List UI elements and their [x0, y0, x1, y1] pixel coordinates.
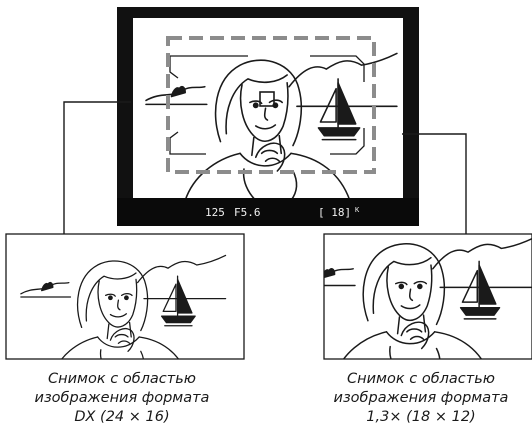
caption-dx: Снимок с областью изображения формата DX… — [0, 370, 244, 427]
readout-shutter: 125 — [205, 206, 225, 219]
caption-13x-line3: 1,3× (18 × 12) — [310, 408, 532, 427]
readout-bar — [117, 198, 419, 226]
caption-13x: Снимок с областью изображения формата 1,… — [310, 370, 532, 427]
caption-13x-line2: изображения формата — [310, 389, 532, 408]
readout-aperture: F5.6 — [234, 206, 261, 219]
readout-frames: [ 18] — [318, 206, 351, 219]
caption-dx-line2: изображения формата — [0, 389, 244, 408]
caption-dx-line1: Снимок с областью — [0, 370, 244, 389]
photo-13x-frame — [324, 234, 532, 359]
caption-13x-line1: Снимок с областью — [310, 370, 532, 389]
caption-dx-line3: DX (24 × 16) — [0, 408, 244, 427]
